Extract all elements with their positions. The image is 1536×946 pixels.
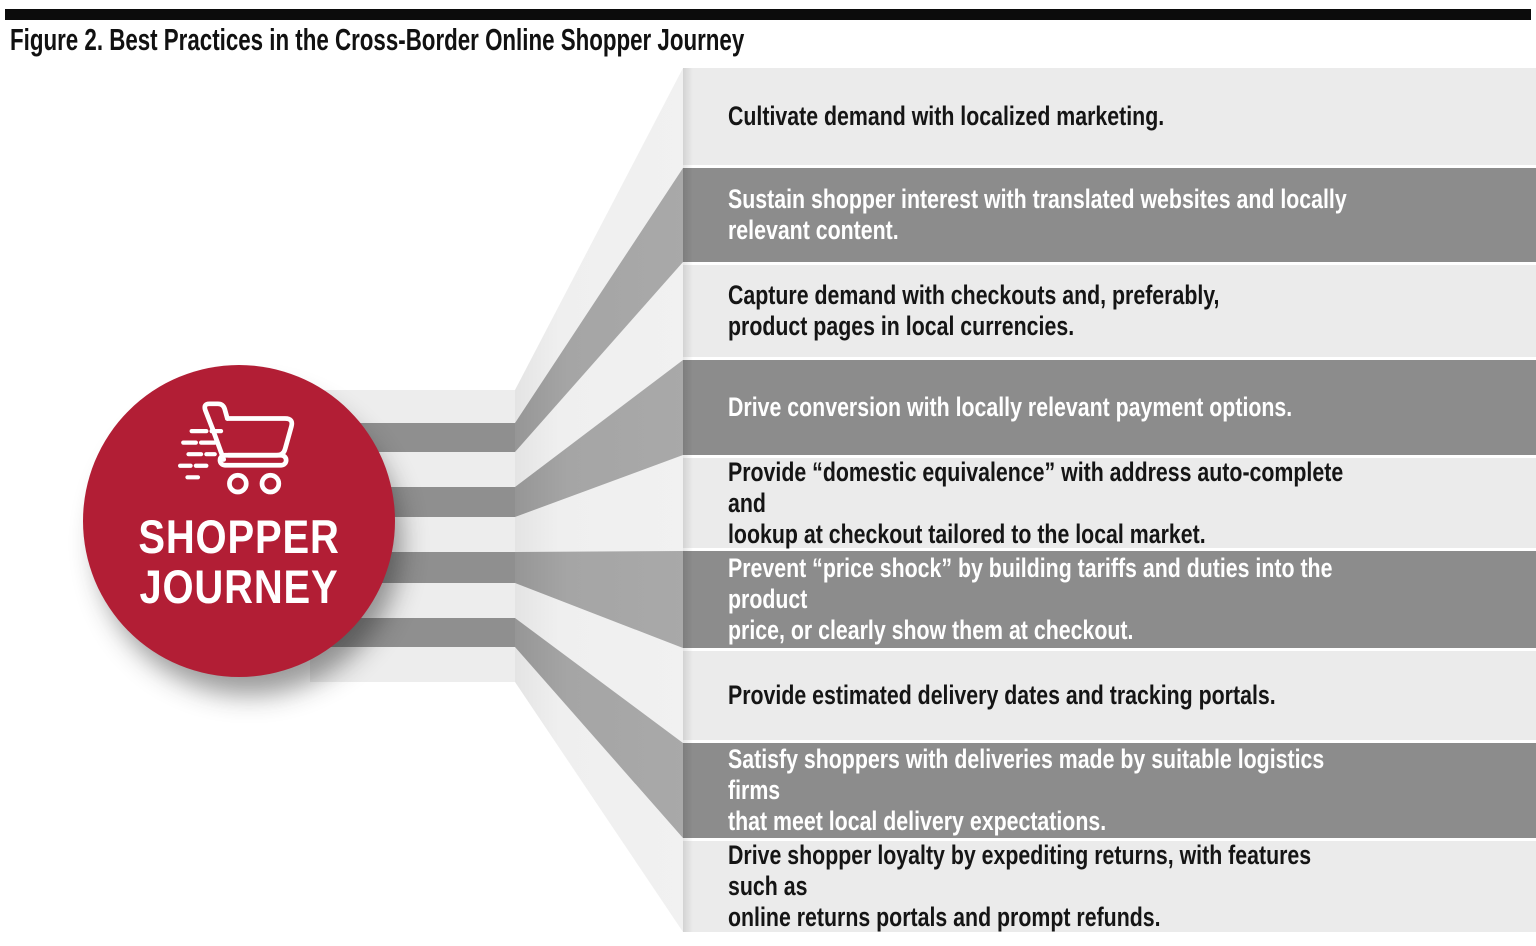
fan-dark-wedge-3 (515, 551, 683, 648)
hub-label-line2: JOURNEY (139, 560, 339, 613)
step-text-4: Drive conversion with locally relevant p… (728, 392, 1293, 422)
step-row-8: Satisfy shoppers with deliveries made by… (683, 743, 1536, 838)
fan-dark-wedge-2 (515, 360, 683, 517)
fan-dark-wedge-1 (515, 168, 683, 452)
step-row-7: Provide estimated delivery dates and tra… (683, 651, 1536, 740)
step-text-1: Cultivate demand with localized marketin… (728, 101, 1165, 131)
figure-title: Figure 2. Best Practices in the Cross-Bo… (10, 22, 745, 57)
shopping-cart-icon (178, 401, 295, 495)
hub-label: SHOPPER JOURNEY (106, 512, 371, 612)
step-text-3: Capture demand with checkouts and, prefe… (728, 280, 1220, 341)
step-row-5: Provide “domestic equivalence” with addr… (683, 456, 1536, 549)
step-text-8: Satisfy shoppers with deliveries made by… (728, 744, 1325, 836)
step-text-6: Prevent “price shock” by building tariff… (728, 553, 1333, 645)
hub-label-line1: SHOPPER (138, 510, 340, 563)
step-row-9: Drive shopper loyalty by expediting retu… (683, 840, 1536, 932)
top-rule (5, 9, 1531, 20)
step-row-6: Prevent “price shock” by building tariff… (683, 551, 1536, 648)
step-text-2: Sustain shopper interest with translated… (728, 184, 1347, 245)
step-row-2: Sustain shopper interest with translated… (683, 168, 1536, 262)
step-row-4: Drive conversion with locally relevant p… (683, 360, 1536, 455)
shopper-journey-hub: SHOPPER JOURNEY (83, 365, 395, 677)
step-row-3: Capture demand with checkouts and, prefe… (683, 265, 1536, 357)
step-text-5: Provide “domestic equivalence” with addr… (728, 456, 1344, 549)
fan-dark-wedge-4 (515, 618, 683, 838)
step-text-9: Drive shopper loyalty by expediting retu… (728, 840, 1312, 932)
step-text-7: Provide estimated delivery dates and tra… (728, 680, 1276, 710)
step-row-1: Cultivate demand with localized marketin… (683, 68, 1536, 165)
